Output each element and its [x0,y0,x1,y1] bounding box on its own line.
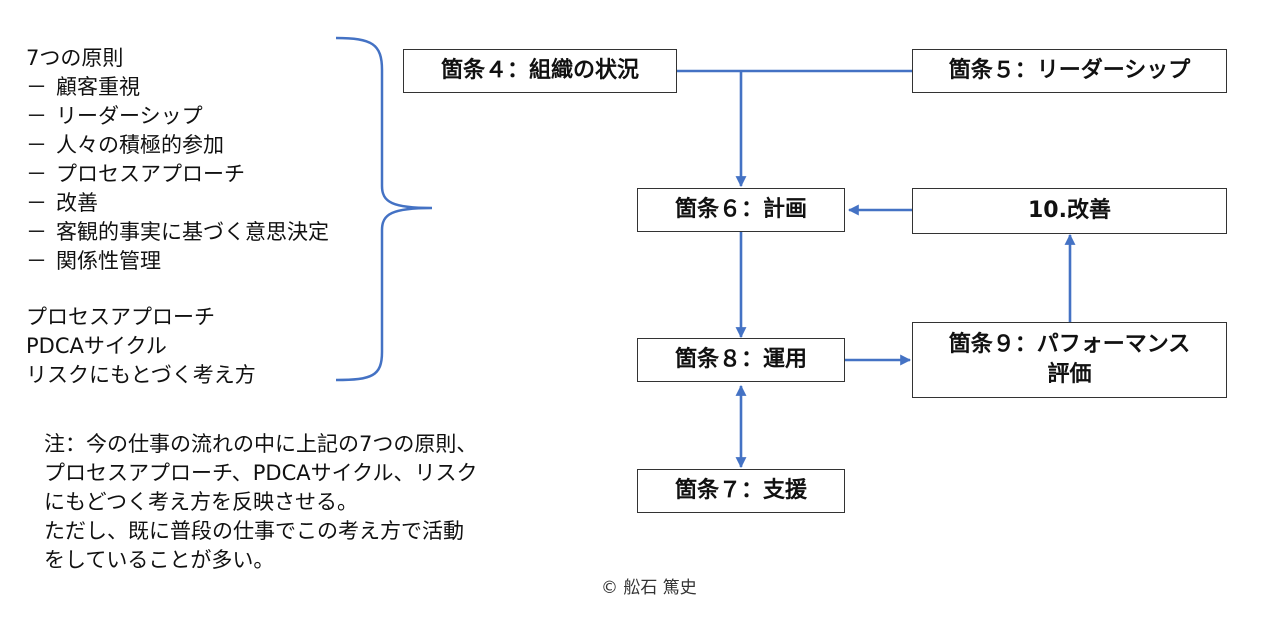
principles-title: 7つの原則 [26,46,124,70]
principle-item: －改善 [26,189,329,218]
principle-item: －人々の積極的参加 [26,131,329,160]
principle-item: －客観的事実に基づく意思決定 [26,218,329,247]
note-line: にもどつく考え方を反映させる。 [44,490,358,514]
note-line: ただし、既に普段の仕事でこの考え方で活動 [44,519,464,543]
dash-marker: － [26,162,47,186]
box-clause8-operation: 箇条８：運用 [637,338,845,382]
approach-item: PDCAサイクル [26,334,167,358]
box-clause5-leadership: 箇条５：リーダーシップ [912,49,1227,93]
dash-marker: － [26,191,47,215]
principle-item: －関係性管理 [26,247,329,276]
box-clause9-line1: 箇条９：パフォーマンス [948,332,1191,357]
box-clause10-improvement: 10.改善 [912,188,1227,234]
box-clause6-planning: 箇条６：計画 [637,188,845,232]
dash-marker: － [26,249,47,273]
spacer [26,276,329,303]
dash-marker: － [26,133,47,157]
note-line: 注：今の仕事の流れの中に上記の7つの原則、 [44,432,478,456]
principles-panel: 7つの原則 －顧客重視 －リーダーシップ －人々の積極的参加 －プロセスアプロー… [26,44,329,390]
box-clause9-line2: 評価 [1047,362,1092,387]
box-clause4-context: 箇条４：組織の状況 [403,49,677,93]
note-line: プロセスアプローチ、PDCAサイクル、リスク [44,461,478,485]
principle-item: －顧客重視 [26,73,329,102]
dash-marker: － [26,220,47,244]
approach-item: プロセスアプローチ [26,305,215,329]
copyright-text: © 舩石 篤史 [601,578,697,598]
dash-marker: － [26,75,47,99]
note-text: 注：今の仕事の流れの中に上記の7つの原則、 プロセスアプローチ、PDCAサイクル… [44,430,478,575]
principle-item: －プロセスアプローチ [26,160,329,189]
approach-item: リスクにもとづく考え方 [26,363,256,387]
note-line: をしていることが多い。 [44,548,275,572]
curly-brace [335,36,433,382]
principle-item: －リーダーシップ [26,102,329,131]
box-clause9-performance-evaluation: 箇条９：パフォーマンス 評価 [912,322,1227,398]
box-clause7-support: 箇条７：支援 [637,469,845,513]
dash-marker: － [26,104,47,128]
